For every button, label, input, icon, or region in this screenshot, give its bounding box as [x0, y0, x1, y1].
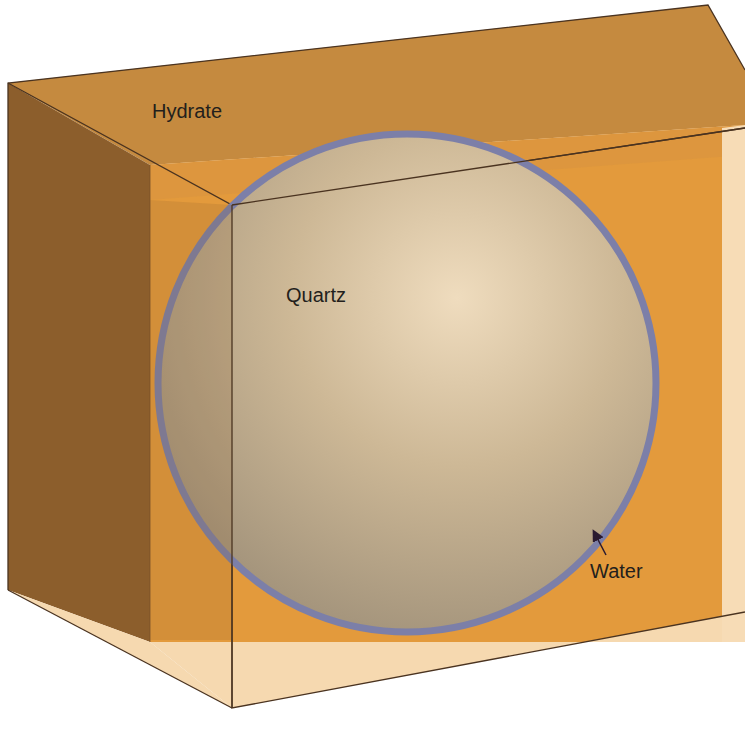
left-face: [8, 83, 150, 642]
water-label: Water: [590, 560, 643, 582]
right-side: [722, 125, 745, 642]
quartz-grain: [158, 134, 656, 632]
leader-arrow: [594, 532, 606, 555]
back-wall: [150, 125, 745, 642]
hydrate-label: Hydrate: [152, 100, 222, 122]
quartz-label: Quartz: [286, 284, 346, 306]
